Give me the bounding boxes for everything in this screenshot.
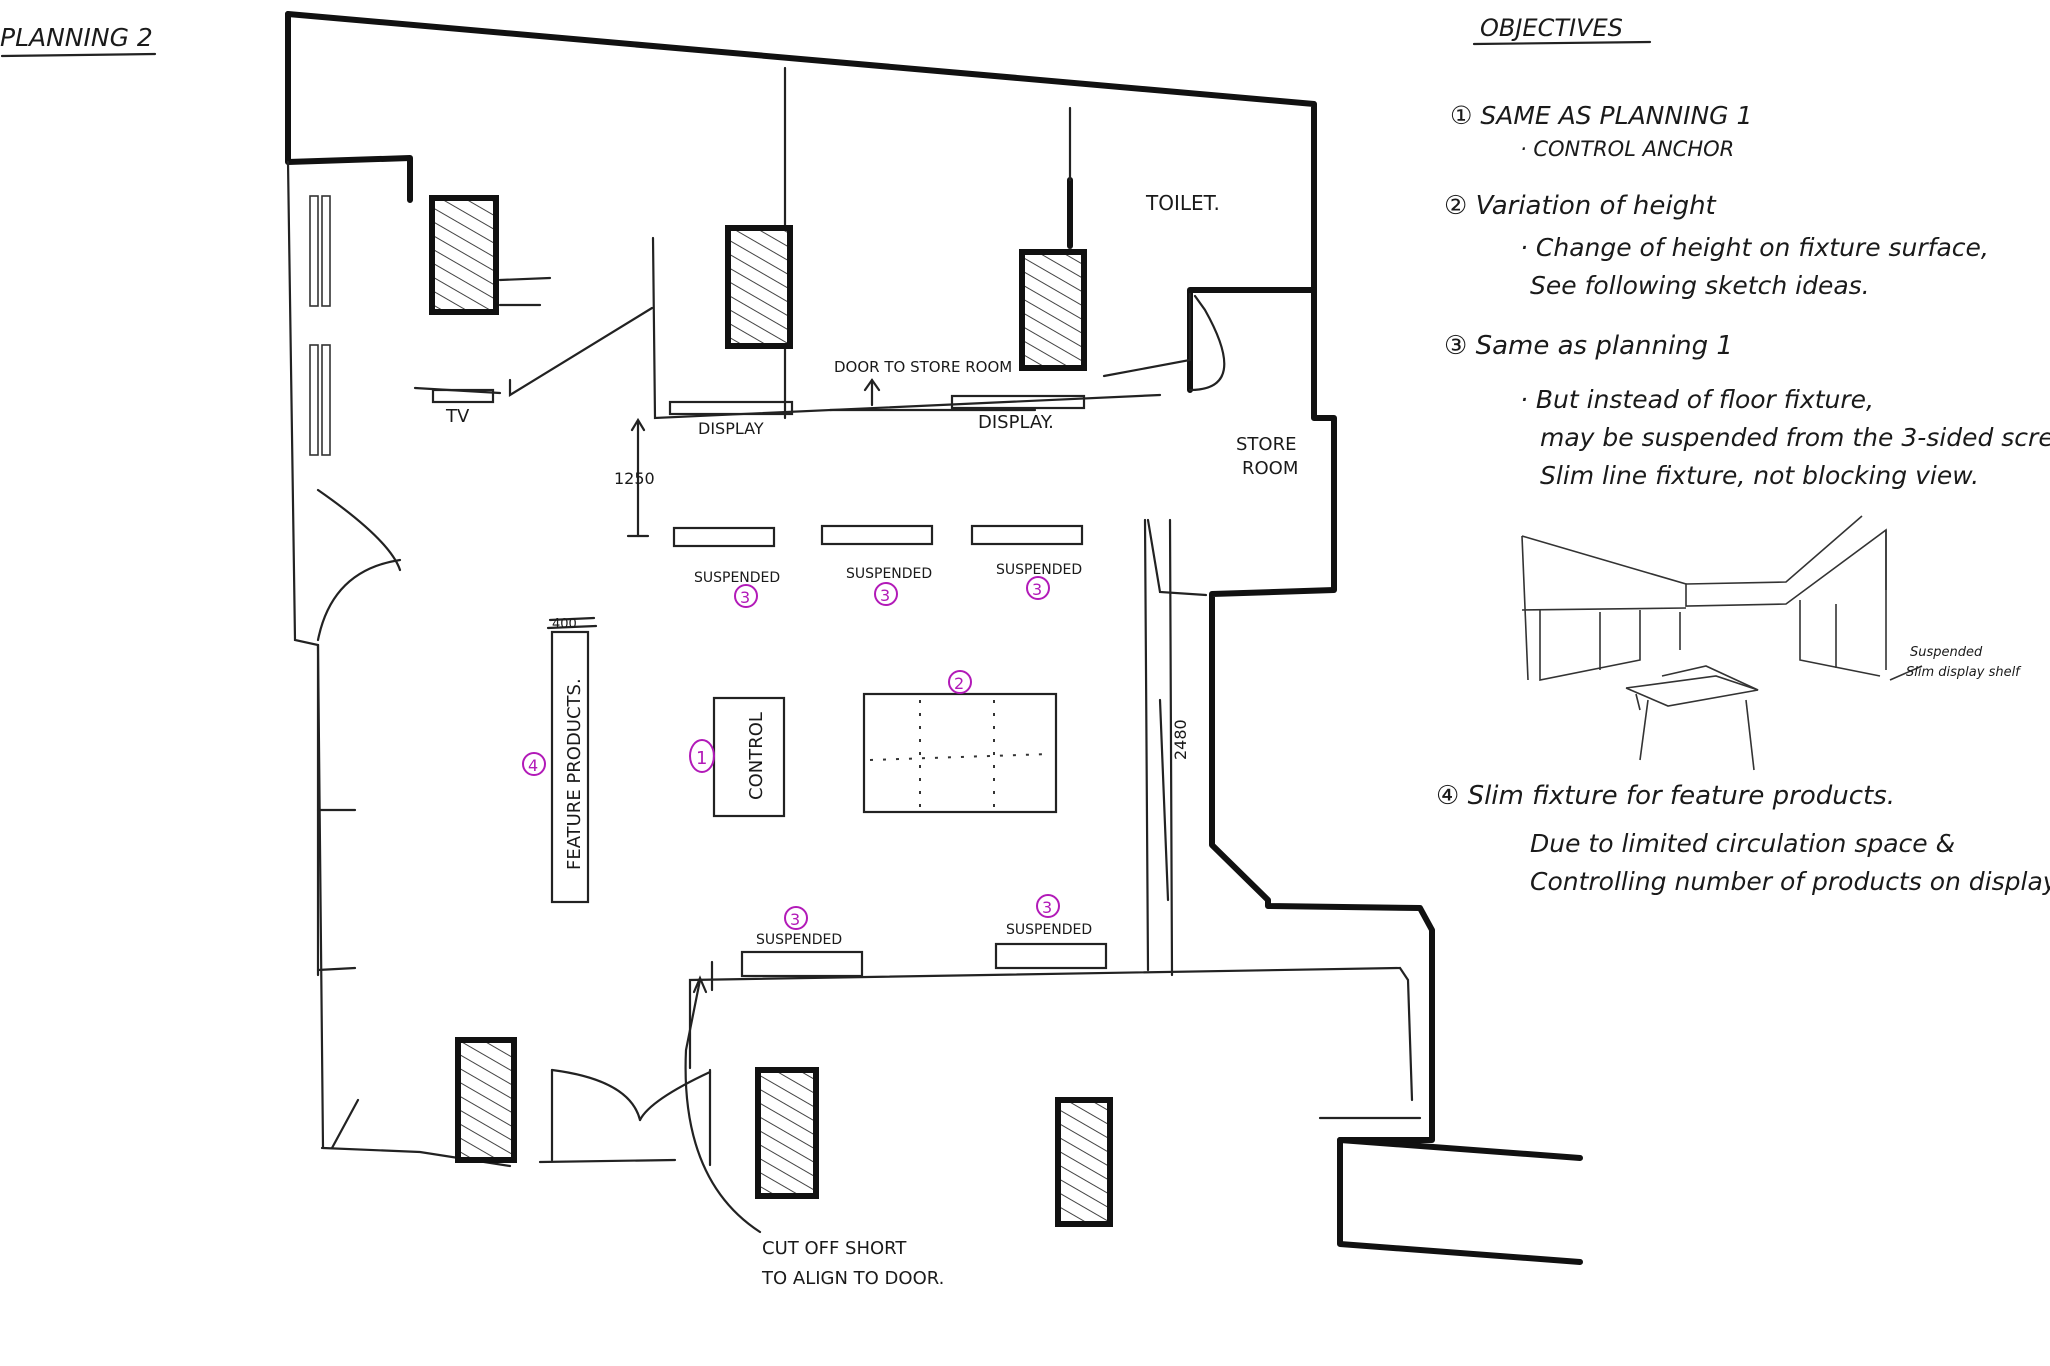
- objective-1-line-2: · CONTROL ANCHOR: [1520, 137, 1734, 161]
- objective-4-line-1: ④ Slim fixture for feature products.: [1436, 781, 1895, 811]
- objective-3-line-3: may be suspended from the 3-sided screen: [1540, 423, 2050, 452]
- marker-3: 3: [1042, 898, 1052, 917]
- store-room-label-2: ROOM: [1242, 458, 1298, 479]
- column: [1055, 1097, 1113, 1227]
- column: [725, 225, 793, 349]
- objective-3-line-2: · But instead of floor fixture,: [1520, 385, 1874, 414]
- suspended-label-2: SUSPENDED: [846, 566, 932, 582]
- objective-3-line-1: ③ Same as planning 1: [1444, 331, 1733, 361]
- dim-400-label: 400: [552, 617, 577, 632]
- column: [755, 1067, 819, 1199]
- suspended-label-4: SUSPENDED: [756, 932, 842, 948]
- suspended-upper: [672, 524, 1084, 548]
- marker-3: 3: [740, 588, 750, 607]
- perspective-sketch: Suspended Slim display shelf: [1521, 515, 2022, 771]
- dim-1250-label: 1250: [614, 469, 655, 488]
- objective-4-line-3: Controlling number of products on displa…: [1530, 867, 2050, 896]
- central-table: [862, 692, 1058, 814]
- suspended-label-1: SUSPENDED: [694, 570, 780, 586]
- objective-4-line-2: Due to limited circulation space &: [1530, 829, 1955, 858]
- column: [1019, 249, 1087, 371]
- display-right-label: DISPLAY.: [978, 412, 1054, 433]
- store-room-label: STORE: [1236, 434, 1296, 455]
- display-left-label: DISPLAY: [698, 419, 764, 438]
- suspended-lower: [710, 942, 1108, 992]
- markers: 3 3 3 2 1 4 3 3: [522, 576, 1060, 930]
- dimension-1250: [626, 417, 650, 538]
- suspended-label-3: SUSPENDED: [996, 562, 1082, 578]
- objectives: OBJECTIVES ① SAME AS PLANNING 1 · CONTRO…: [1436, 14, 2050, 896]
- title-underline: [0, 52, 157, 58]
- door-to-store-label: DOOR TO STORE ROOM: [834, 358, 1012, 376]
- objective-2-line-2: · Change of height on fixture surface,: [1520, 233, 1989, 262]
- toilet-label: TOILET.: [1145, 191, 1220, 215]
- column: [455, 1037, 517, 1163]
- doors: [316, 294, 1226, 1167]
- objectives-heading: OBJECTIVES: [1480, 14, 1623, 42]
- left-windows: [309, 195, 331, 456]
- columns: [429, 195, 1113, 1227]
- page-title: PLANNING 2: [0, 23, 153, 52]
- objective-1-line-1: ① SAME AS PLANNING 1: [1450, 101, 1752, 130]
- sketch-note-line-1: Suspended: [1910, 645, 1983, 660]
- dim-2480-label: 2480: [1171, 719, 1190, 760]
- plan-labels: TOILET. STORE ROOM DOOR TO STORE ROOM DI…: [445, 191, 1298, 1289]
- control-label: CONTROL: [746, 712, 767, 800]
- tv-label: TV: [445, 406, 470, 427]
- marker-3: 3: [1032, 580, 1042, 599]
- marker-3: 3: [880, 586, 890, 605]
- marker-2: 2: [954, 674, 964, 693]
- column: [429, 195, 499, 315]
- suspended-label-5: SUSPENDED: [1006, 922, 1092, 938]
- fixtures: [431, 378, 1086, 416]
- dimension-2480: [1158, 698, 1170, 902]
- cut-note-line-1: CUT OFF SHORT: [762, 1238, 907, 1259]
- sketch-note-line-2: Slim display shelf: [1906, 665, 2022, 680]
- feature-fixture: [546, 616, 598, 904]
- objective-2-line-1: ② Variation of height: [1444, 191, 1717, 221]
- feature-products-label: FEATURE PRODUCTS.: [564, 678, 585, 870]
- marker-4: 4: [528, 756, 538, 775]
- objective-3-line-4: Slim line fixture, not blocking view.: [1540, 461, 1979, 490]
- marker-1: 1: [696, 748, 707, 769]
- objective-2-line-3: See following sketch ideas.: [1530, 271, 1870, 300]
- cut-note-line-2: TO ALIGN TO DOOR.: [761, 1268, 944, 1289]
- interior-walls: [286, 66, 1422, 1168]
- marker-3: 3: [790, 910, 800, 929]
